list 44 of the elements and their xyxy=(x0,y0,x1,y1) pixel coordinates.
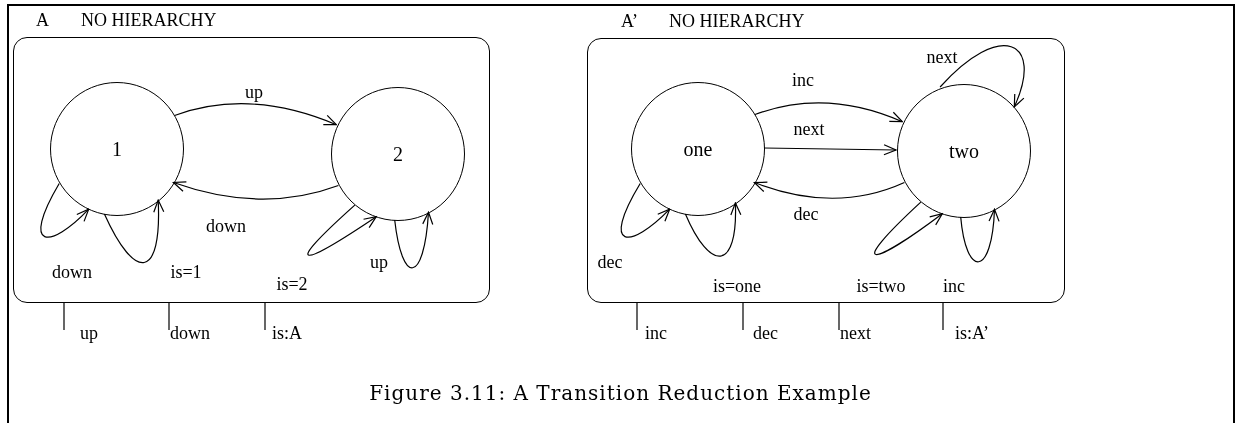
transition-arrow xyxy=(394,211,434,269)
transition-arrow xyxy=(684,202,741,257)
transition-arrow xyxy=(874,201,943,256)
port-label: is:A xyxy=(272,323,302,343)
transition-arrow xyxy=(172,180,339,200)
box-heading: A xyxy=(36,10,49,30)
edge-label: inc xyxy=(943,276,965,296)
transition-arrow xyxy=(939,45,1025,108)
edge-label: inc xyxy=(792,70,814,90)
transition-arrow xyxy=(103,199,164,264)
port-label: inc xyxy=(645,323,667,343)
edge-label: up xyxy=(245,82,263,102)
edge-label: is=2 xyxy=(276,274,308,294)
transition-arrow xyxy=(763,144,897,156)
edge-label: is=two xyxy=(856,276,906,296)
figure-caption: Figure 3.11: A Transition Reduction Example xyxy=(368,380,873,406)
edge-label: next xyxy=(793,119,825,139)
port-label: down xyxy=(170,323,210,343)
port-label: dec xyxy=(753,323,778,343)
transition-arrow xyxy=(754,102,903,123)
transition-arrow xyxy=(307,204,377,256)
edge-label: is=1 xyxy=(170,262,202,282)
transition-arrow xyxy=(40,182,90,238)
transition-arrow xyxy=(753,181,905,199)
transition-arrow xyxy=(620,182,671,238)
state-label: two xyxy=(949,140,979,162)
edge-label: is=one xyxy=(712,276,762,296)
edge-label: up xyxy=(370,252,388,272)
state-label: 1 xyxy=(112,138,122,160)
port-label: next xyxy=(840,323,871,343)
box-heading: NO HIERARCHY xyxy=(669,11,805,31)
box-heading: NO HIERARCHY xyxy=(81,10,217,30)
port-label: is:A’ xyxy=(955,323,989,343)
edge-label: dec xyxy=(597,252,623,272)
edge-label: down xyxy=(52,262,92,282)
box-heading: A’ xyxy=(621,11,638,31)
transition-arrow xyxy=(174,103,337,126)
port-label: up xyxy=(80,323,98,343)
edge-label: down xyxy=(206,216,246,236)
edge-label: dec xyxy=(793,204,819,224)
state-label: one xyxy=(683,138,713,160)
transition-arrow xyxy=(960,208,1000,263)
edge-label: next xyxy=(926,47,958,67)
state-label: 2 xyxy=(393,143,403,165)
